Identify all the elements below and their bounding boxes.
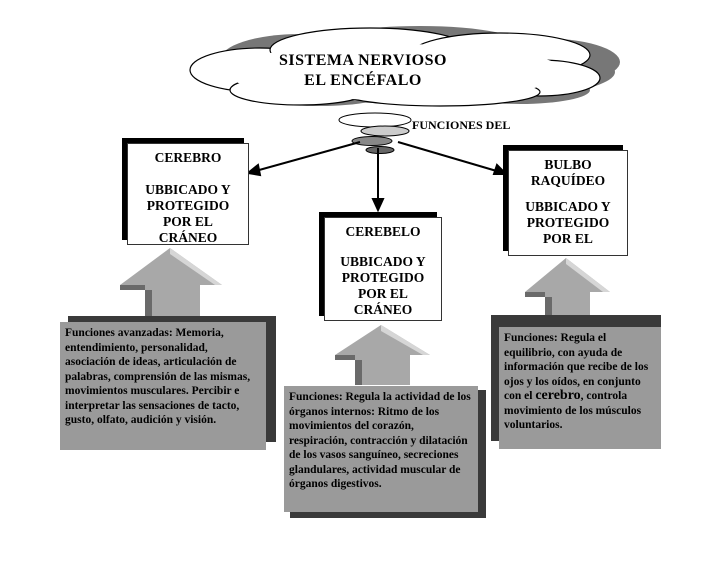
up-arrow-cerebro [120,248,222,320]
title-line-2: EL ENCÉFALO [304,72,422,89]
note-bulbo-text-a: Funciones: Regula el equilibrio, con ayu… [504,332,649,402]
connector-arrows [245,141,509,213]
bulbo-subtitle: UBBICADO Y PROTEGIDO POR EL [525,199,611,246]
up-arrow-cerebelo [335,325,430,385]
thought-bubbles [338,112,412,154]
cerebelo-subtitle: UBBICADO Y PROTEGIDO POR EL CRÁNEO [340,254,426,317]
up-arrow-bulbo [525,258,610,320]
note-cerebelo: Funciones: Regula la actividad de los ór… [284,386,478,512]
cerebro-box: CEREBRO UBBICADO Y PROTEGIDO POR EL CRÁN… [127,143,249,245]
note-cerebro: Funciones avanzadas: Memoria, entendimie… [60,322,266,450]
cerebro-title: CEREBRO [154,150,222,165]
note-bulbo-text-c: , controla movimiento de los músculos vo… [504,390,642,431]
cerebelo-title: CEREBELO [345,224,421,239]
bulbo-title: BULBO RAQUÍDEO [530,157,606,188]
bulbo-box: BULBO RAQUÍDEO UBBICADO Y PROTEGIDO POR … [508,150,628,256]
cerebelo-box: CEREBELO UBBICADO Y PROTEGIDO POR EL CRÁ… [324,217,442,321]
functions-label: FUNCIONES DEL [412,118,511,132]
note-bulbo: Funciones: Regula el equilibrio, con ayu… [499,327,661,449]
title-line-1: SISTEMA NERVIOSO [279,52,447,69]
note-bulbo-text-b: cerebro [535,388,581,403]
cerebro-subtitle: UBBICADO Y PROTEGIDO POR EL CRÁNEO [145,182,231,245]
